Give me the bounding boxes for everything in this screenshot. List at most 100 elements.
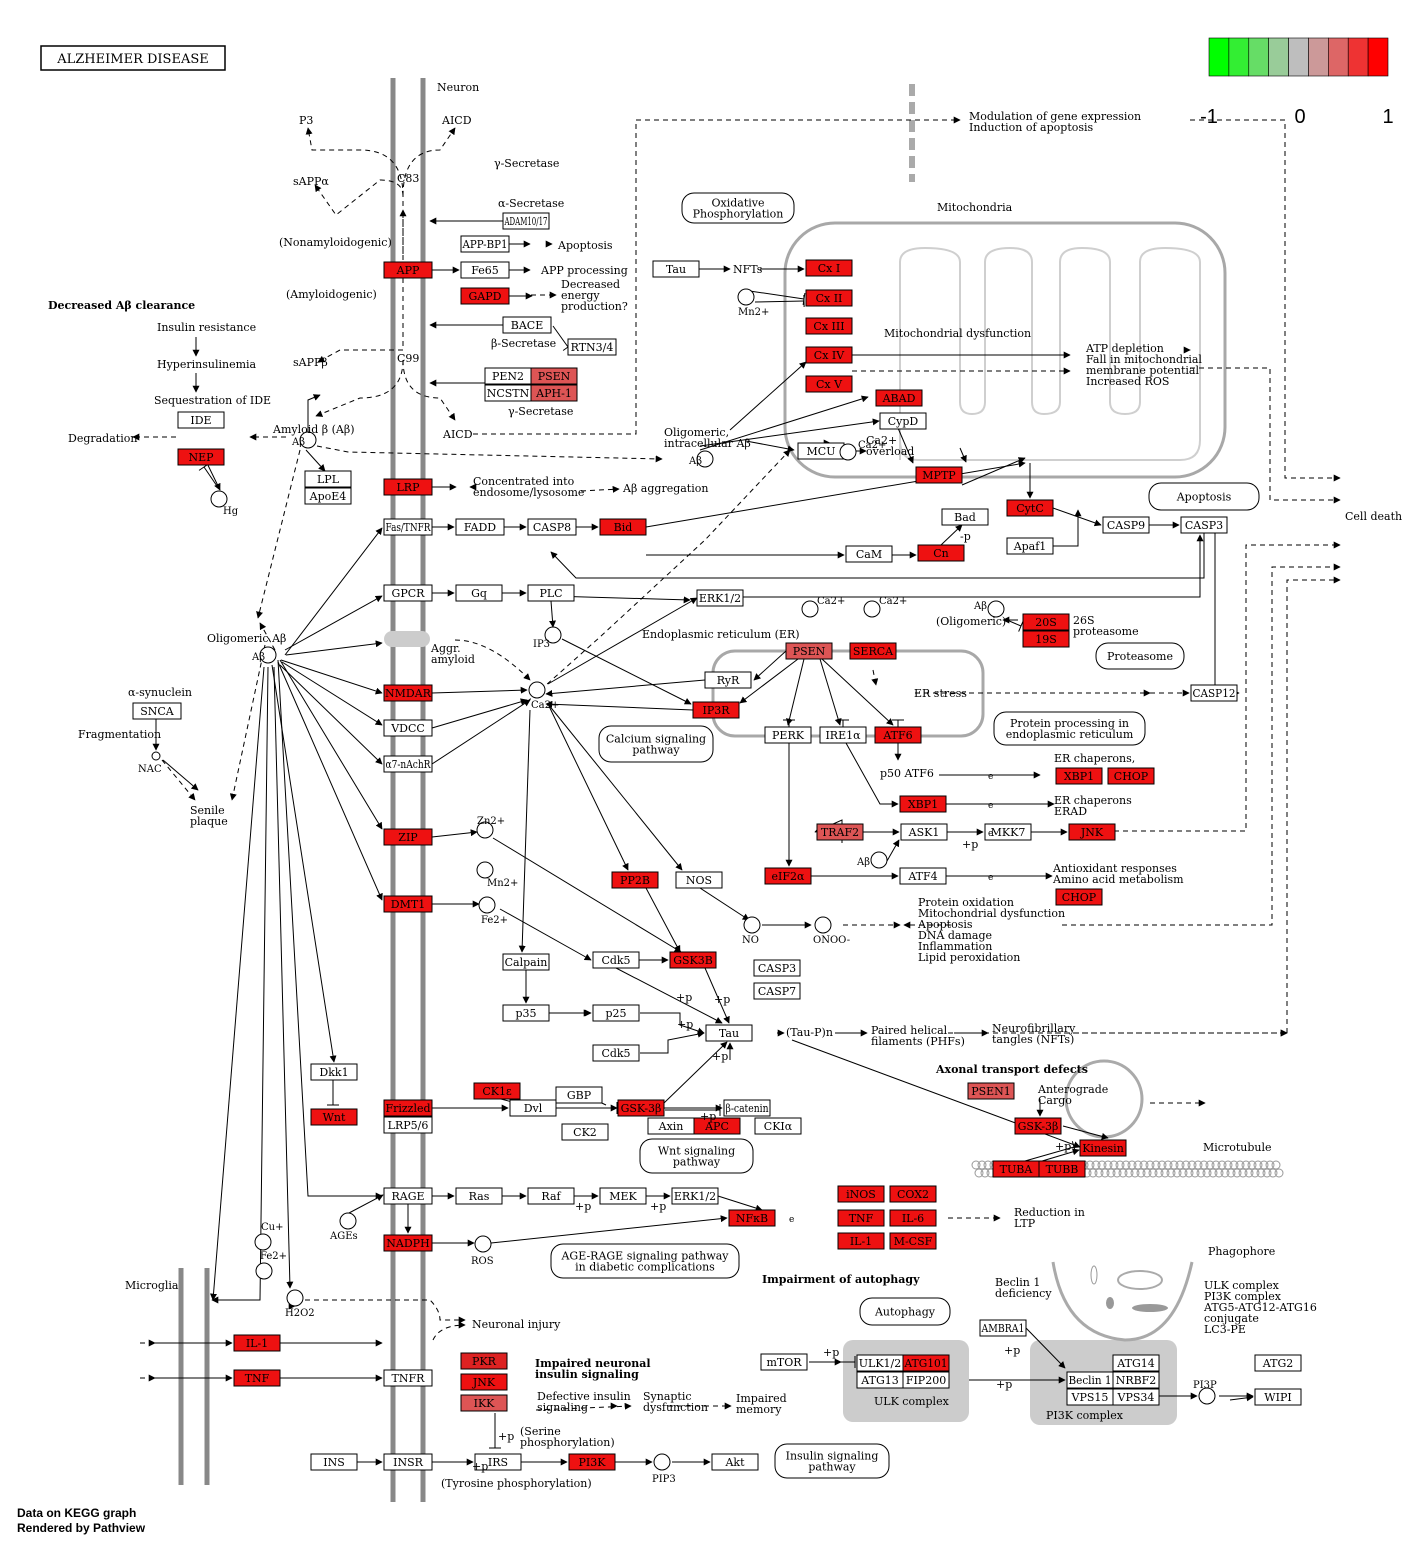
pathway-box-oxphos[interactable] [681,192,795,224]
gene-box-cx5[interactable] [805,375,853,393]
gene-box-erk12-b[interactable] [671,1187,719,1205]
gene-node-cdk5-a[interactable]: Cdk5 [592,951,640,969]
gene-box-cx4[interactable] [805,346,853,364]
gene-node-beclin1[interactable]: Beclin 1 [1066,1371,1114,1389]
gene-node-mcu[interactable]: MCU [797,442,845,460]
gene-node-rtn34[interactable]: RTN3/4 [567,338,617,356]
compound-fe2[interactable]: Fe2+ [255,1251,287,1280]
gene-node-casp3-b[interactable]: CASP3 [753,959,801,977]
gene-box-cx3[interactable] [805,317,853,335]
gene-node-dkk1[interactable]: Dkk1 [310,1063,358,1081]
gene-box-dvl[interactable] [509,1099,557,1117]
compound-onoo[interactable]: ONOO- [813,916,850,946]
gene-node-gsk3b-b[interactable]: GSK-3β [617,1099,665,1117]
compound-circle-mn-mito[interactable] [737,288,755,306]
gene-node-il1-b[interactable]: IL-1 [837,1232,885,1250]
gene-node-jnk-i[interactable]: JNK [460,1373,508,1391]
gene-box-cam[interactable] [845,545,893,563]
compound-hg[interactable]: Hg [210,490,239,517]
gene-node-chop-a[interactable]: CHOP [1107,767,1155,785]
gene-node-atg13[interactable]: ATG13 [856,1371,904,1389]
gene-box-jnk-er[interactable] [1068,823,1116,841]
gene-box-casp8[interactable] [527,518,577,536]
gene-node-vps15[interactable]: VPS15 [1066,1388,1114,1406]
gene-node-raf[interactable]: Raf [527,1187,575,1205]
gene-node-nrbf2[interactable]: NRBF2 [1112,1371,1160,1389]
gene-node-bcatenin[interactable]: β-catenin [723,1099,771,1117]
gene-node-atg14[interactable]: ATG14 [1112,1354,1160,1372]
gene-node-erk12-a[interactable]: ERK1/2 [696,589,744,607]
gene-box-bace[interactable] [502,316,552,334]
gene-node-tnfr[interactable]: TNFR [383,1369,433,1387]
compound-mn[interactable]: Mn2+ [476,861,518,889]
gene-box-casp3[interactable] [1180,516,1228,534]
gene-node-perk[interactable]: PERK [764,726,812,744]
gene-box-wipi[interactable] [1254,1388,1302,1406]
gene-node-app-bp1[interactable]: APP-BP1 [460,235,510,253]
gene-box-bad[interactable] [941,508,989,526]
gene-node-tau-top[interactable]: Tau [652,260,700,278]
pathway-box-age-rage[interactable] [550,1243,740,1279]
compound-no[interactable]: NO [742,916,761,946]
gene-box-lpl[interactable] [304,470,352,488]
gene-box-wnt[interactable] [310,1108,358,1126]
gene-node-atg2[interactable]: ATG2 [1254,1354,1302,1372]
gene-box-ide[interactable] [177,411,225,429]
gene-box-mptp[interactable] [915,466,963,484]
gene-box-cdk5-b[interactable] [592,1044,640,1062]
gene-box-ambra1[interactable] [979,1319,1027,1337]
gene-node-cx3[interactable]: Cx III [805,317,853,335]
gene-node-nep[interactable]: NEP [177,448,225,466]
gene-box-pi3k[interactable] [568,1453,616,1471]
gene-box-fastnfr[interactable] [383,518,433,536]
gene-node-vdcc[interactable]: VDCC [383,719,433,737]
gene-box-kinesin[interactable] [1079,1139,1127,1157]
gene-box-nep[interactable] [177,448,225,466]
compound-circle-pi3p[interactable] [1198,1387,1216,1405]
gene-node-cx2[interactable]: Cx II [805,289,853,307]
gene-node-serca[interactable]: SERCA [849,642,897,660]
gene-node-insr[interactable]: INSR [383,1453,433,1471]
gene-box-il6[interactable] [889,1209,937,1227]
compound-circle-ca-er1[interactable] [801,600,819,618]
gene-box-casp9[interactable] [1102,516,1150,534]
gene-box-atf4[interactable] [899,867,947,885]
gene-box-mkk7[interactable] [984,823,1032,841]
gene-node-gpcr[interactable]: GPCR [383,584,433,602]
gene-box-pp2b[interactable] [611,871,659,889]
gene-box-nmdar[interactable] [383,684,433,702]
pathway-box-apoptosis[interactable] [1148,482,1260,511]
gene-box-gsk3b-b[interactable] [617,1099,665,1117]
gene-box-xbp1-b[interactable] [899,795,947,813]
gene-node-gq[interactable]: Gq [455,584,503,602]
gene-node-psen1[interactable]: PSEN1 [967,1082,1015,1100]
gene-node-dmt1[interactable]: DMT1 [383,895,433,913]
gene-node-fadd[interactable]: FADD [455,518,505,536]
gene-node-xbp1-a[interactable]: XBP1 [1055,767,1103,785]
gene-box-akt[interactable] [711,1453,759,1471]
gene-box-cytc[interactable] [1006,499,1054,517]
compound-circle-pip3[interactable] [653,1453,671,1471]
gene-box-perk[interactable] [764,726,812,744]
compound-circle-nac[interactable] [151,751,161,761]
gene-node-20s[interactable]: 20S [1022,613,1070,631]
compound-mn-mito[interactable]: Mn2+ [737,288,769,318]
gene-box-ire1a[interactable] [819,726,867,744]
gene-node-cx4[interactable]: Cx IV [805,346,853,364]
gene-node-tnf-b[interactable]: TNF [837,1209,885,1227]
gene-box-casp7[interactable] [753,982,801,1000]
gene-box-cox2[interactable] [889,1185,937,1203]
gene-box-apc[interactable] [693,1117,741,1135]
gene-node-apc[interactable]: APC [693,1117,741,1135]
gene-node-ire1a[interactable]: IRE1α [819,726,867,744]
gene-node-ulk12[interactable]: ULK1/2 [856,1354,904,1372]
gene-node-ck2[interactable]: CK2 [561,1123,609,1141]
gene-box-bcatenin[interactable] [723,1099,771,1117]
gene-box-gapd[interactable] [460,287,510,305]
pathway-link-apoptosis[interactable]: Apoptosis [1148,482,1260,511]
compound-circle-ab-ask[interactable] [870,851,888,869]
gene-box-raf[interactable] [527,1187,575,1205]
gene-node-dvl[interactable]: Dvl [509,1099,557,1117]
gene-node-il1-m[interactable]: IL-1 [233,1334,281,1352]
